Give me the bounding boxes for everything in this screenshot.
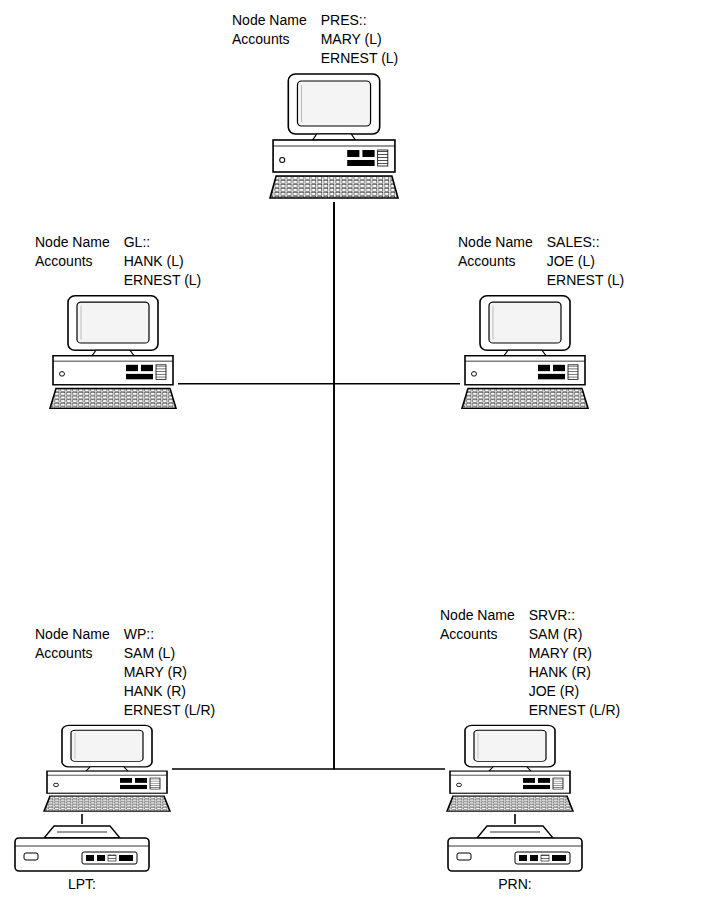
accounts-label: Accounts [458, 252, 533, 271]
node-name: PRES:: [321, 11, 399, 30]
device-name: LPT: [12, 876, 152, 893]
printer-illustration [445, 824, 585, 874]
node-info: Node Name WP::Accounts SAM (L)MARY (R)HANK… [35, 625, 215, 720]
network-cable [178, 202, 334, 384]
node-info: Node Name PRES::Accounts MARY (L)ERNEST (L… [232, 11, 398, 68]
node-info: Node Name SALES::Accounts JOE (L)ERNEST (L… [458, 233, 624, 290]
accounts-label: Accounts [440, 625, 515, 644]
workstation: Node NameSALES::AccountsJOE (L)ERNEST (L… [460, 294, 590, 412]
accounts-label: Accounts [35, 644, 110, 663]
account-name: JOE (L) [547, 252, 625, 271]
node-name: WP:: [124, 625, 216, 644]
account-name: SAM (L) [124, 644, 216, 663]
account-name: ERNEST (L) [321, 49, 399, 68]
printer-illustration [12, 824, 152, 874]
account-name: MARY (L) [321, 30, 399, 49]
node-name-label: Node Name [440, 606, 515, 625]
computer-illustration [42, 724, 172, 814]
workstation: Node NameWP::AccountsSAM (L)MARY (R)HANK… [42, 724, 172, 814]
node-name-label: Node Name [458, 233, 533, 252]
computer-illustration [460, 294, 590, 412]
computer-illustration [445, 724, 575, 814]
account-name: HANK (L) [124, 252, 202, 271]
printer: LPT: [12, 824, 152, 874]
account-name: HANK (R) [124, 682, 216, 701]
accounts-label: Accounts [35, 252, 110, 271]
workstation: Node NameGL::AccountsHANK (L)ERNEST (L) [48, 294, 178, 412]
node-name: SRVR:: [529, 606, 621, 625]
node-info: Node Name GL::Accounts HANK (L)ERNEST (L) [35, 233, 201, 290]
account-name: MARY (R) [124, 663, 216, 682]
accounts-label: Accounts [232, 30, 307, 49]
network-cable [334, 202, 460, 384]
node-name: SALES:: [547, 233, 625, 252]
account-name: ERNEST (L) [547, 271, 625, 290]
node-name-label: Node Name [35, 233, 110, 252]
network-cable [81, 814, 83, 824]
node-info: Node Name SRVR::Accounts SAM (R)MARY (R)HA… [440, 606, 620, 720]
printer: PRN: [445, 824, 585, 874]
workstation: Node NamePRES::AccountsMARY (L)ERNEST (L… [268, 72, 400, 202]
network-cable [514, 814, 516, 824]
account-name: HANK (R) [529, 663, 621, 682]
node-name-label: Node Name [35, 625, 110, 644]
workstation: Node NameSRVR::AccountsSAM (R)MARY (R)HA… [445, 724, 575, 814]
node-name: GL:: [124, 233, 202, 252]
account-name: SAM (R) [529, 625, 621, 644]
account-name: MARY (R) [529, 644, 621, 663]
account-name: ERNEST (L/R) [529, 701, 621, 720]
device-name: PRN: [445, 876, 585, 893]
node-name-label: Node Name [232, 11, 307, 30]
computer-illustration [268, 72, 400, 202]
account-name: JOE (R) [529, 682, 621, 701]
computer-illustration [48, 294, 178, 412]
account-name: ERNEST (L/R) [124, 701, 216, 720]
account-name: ERNEST (L) [124, 271, 202, 290]
network-cable [334, 202, 445, 769]
